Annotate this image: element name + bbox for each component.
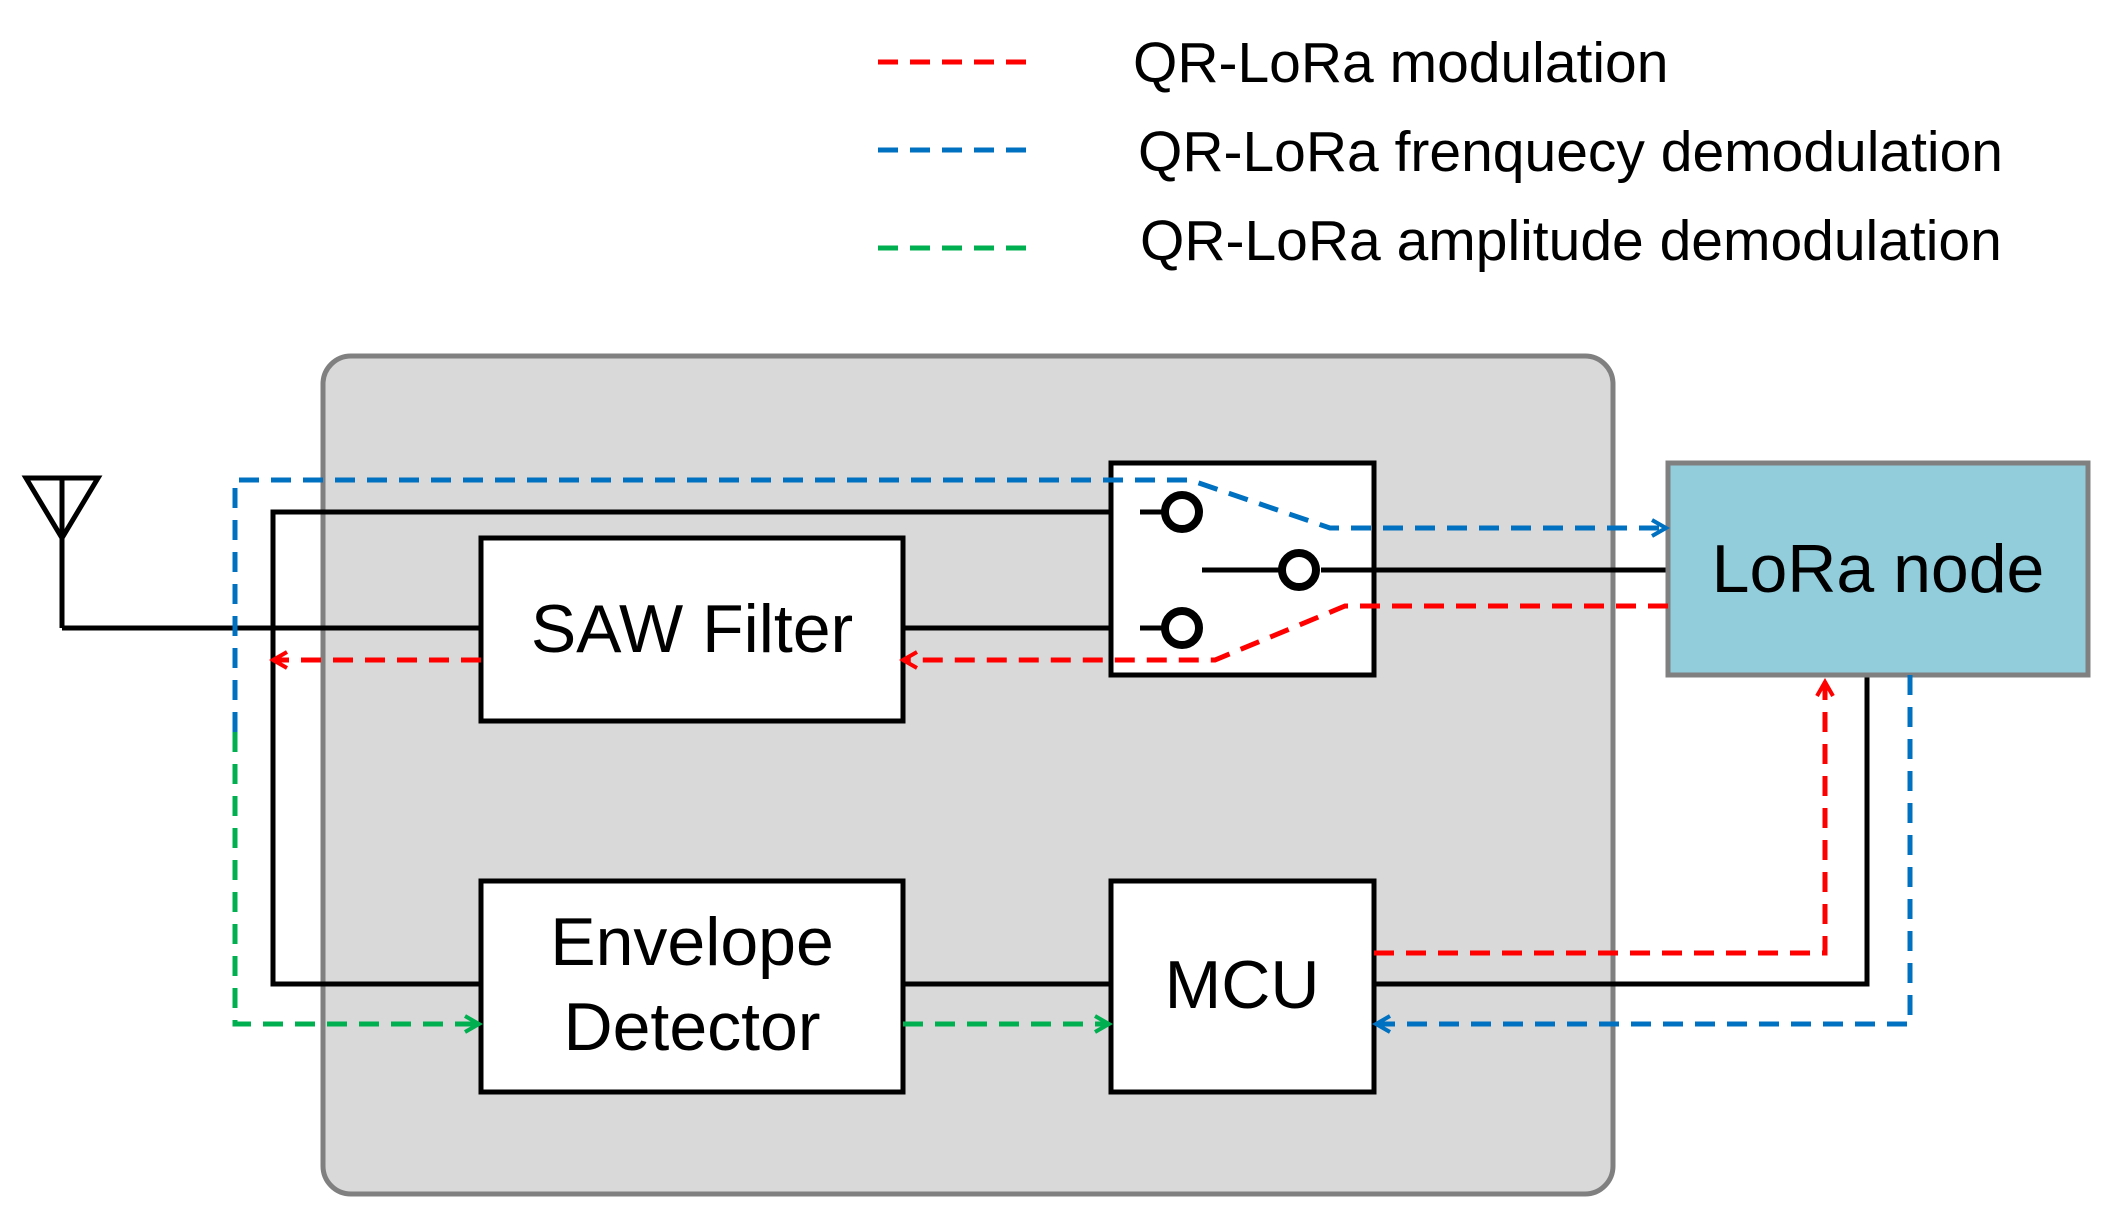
legend-label-modulation: QR-LoRa modulation (1133, 31, 1668, 95)
path-amplitude-demodulation (232, 732, 1109, 1024)
path-freqdemod-antenna-to-lora (232, 477, 1666, 732)
path-modulation-lora-to-saw (903, 603, 1668, 660)
legend-label-amplitude-demodulation: QR-LoRa amplitude demodulation (1140, 209, 2002, 273)
path-frequency-demodulation (232, 477, 1913, 1024)
rf-switch-icon (1108, 460, 1377, 678)
wire-switch-envelope (270, 509, 1165, 987)
mcu-label: MCU (1165, 947, 1320, 1023)
saw-filter-block (478, 535, 906, 724)
path-modulation-mcu-to-lora (1374, 682, 1825, 956)
legend-label-frequency-demodulation: QR-LoRa frenquecy demodulation (1138, 120, 2003, 184)
envelope-detector-label-line1: Envelope (550, 904, 834, 980)
wire-mcu-lora (1374, 675, 1870, 987)
lora-node-label: LoRa node (1712, 531, 2045, 607)
lora-node-block (1665, 460, 2091, 678)
antenna-icon (21, 475, 103, 628)
saw-filter-label: SAW Filter (531, 591, 853, 667)
envelope-detector-block (478, 878, 906, 1095)
envelope-detector-label-line2: Detector (564, 989, 821, 1065)
signal-wires (62, 509, 1870, 987)
mcu-block (1108, 878, 1377, 1095)
path-modulation (273, 603, 1825, 956)
legend: QR-LoRa modulation QR-LoRa frenquecy dem… (878, 31, 2003, 273)
path-freqdemod-lora-to-mcu (1376, 675, 1913, 1024)
path-ampdemod-antenna-to-envelope (232, 732, 479, 1024)
